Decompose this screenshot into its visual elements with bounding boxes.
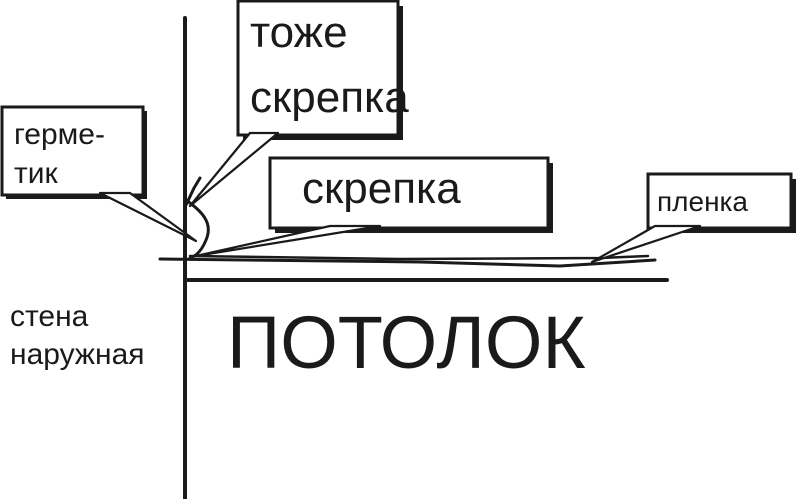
- film-strip: [158, 257, 657, 268]
- wall-label-line2: наружная: [10, 338, 145, 371]
- callout-sealant-pointer: [98, 191, 198, 243]
- callout-clip-label: скрепка: [302, 164, 461, 213]
- callout-sealant-line2: тик: [14, 157, 58, 190]
- callout-clip: скрепка: [194, 156, 553, 258]
- callout-film-box: [646, 172, 793, 230]
- callout-clip-too-box: [236, 0, 400, 137]
- callout-clip-too-line1: тоже: [250, 8, 348, 57]
- wall-label-line1: стена: [10, 300, 89, 333]
- callout-sealant-line1: герме-: [14, 118, 105, 151]
- callout-sealant: герме- тик: [0, 105, 198, 243]
- callout-clip-pointer: [194, 224, 382, 258]
- callout-sealant-box: [0, 105, 145, 197]
- callout-film-pointer: [590, 224, 702, 264]
- sealant-bead: [184, 198, 210, 260]
- callout-film-label: пленка: [657, 186, 748, 217]
- sealant-top: [184, 176, 202, 207]
- ceiling-label: ПОТОЛОК: [227, 301, 586, 384]
- film-strip-edge: [188, 254, 650, 261]
- callout-clip-too: тоже скрепка: [188, 0, 409, 208]
- callout-clip-too-pointer: [188, 131, 280, 208]
- callout-film: пленка: [590, 172, 796, 264]
- callout-clip-too-line2: скрепка: [250, 73, 409, 122]
- callout-clip-box: [268, 156, 550, 230]
